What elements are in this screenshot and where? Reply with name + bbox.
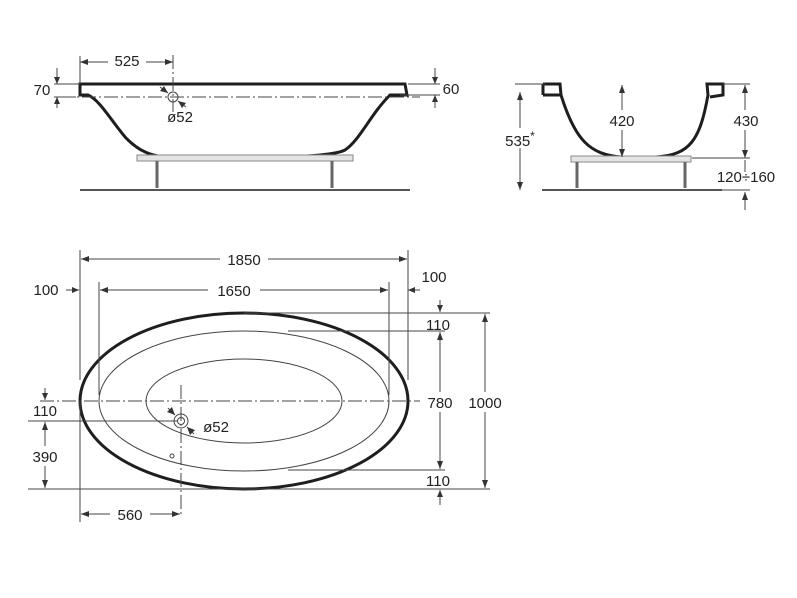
plan-view: 1850 1650 100 100 110 780 xyxy=(28,249,506,524)
dim-100-left-label: 100 xyxy=(33,282,58,299)
dim-780-label: 780 xyxy=(427,395,452,412)
side-support-frame xyxy=(136,154,354,162)
end-support-frame xyxy=(570,155,692,163)
end-elevation-view: 535* 420 430 120÷160 xyxy=(503,82,775,210)
dim-120-160-label: 120÷160 xyxy=(717,169,775,186)
dim-1850-label: 1850 xyxy=(227,252,260,269)
dim-560-label: 560 xyxy=(117,507,142,524)
side-drain-hole xyxy=(167,91,179,103)
dim-390-label: 390 xyxy=(32,449,57,466)
side-tub-outline xyxy=(78,82,409,160)
dim-420-label: 420 xyxy=(609,113,634,130)
side-elevation-view: 525 70 60 ø52 xyxy=(34,52,460,191)
dim-525-label: 525 xyxy=(114,53,139,70)
dim-110-bottom-label: 110 xyxy=(426,473,450,490)
plan-drain-label: ø52 xyxy=(203,419,229,436)
dim-535-label: 535* xyxy=(505,129,535,150)
dim-60-label: 60 xyxy=(443,81,460,98)
dim-110-left-label: 110 xyxy=(33,403,57,420)
dim-1000-label: 1000 xyxy=(468,395,501,412)
side-drain-label: ø52 xyxy=(167,109,193,126)
dim-1650-label: 1650 xyxy=(217,283,250,300)
dim-70-label: 70 xyxy=(34,82,51,99)
plan-overflow xyxy=(169,453,175,459)
dim-110-top-label: 110 xyxy=(426,317,450,334)
dim-430-label: 430 xyxy=(733,113,758,130)
dim-100-right-label: 100 xyxy=(421,269,446,286)
